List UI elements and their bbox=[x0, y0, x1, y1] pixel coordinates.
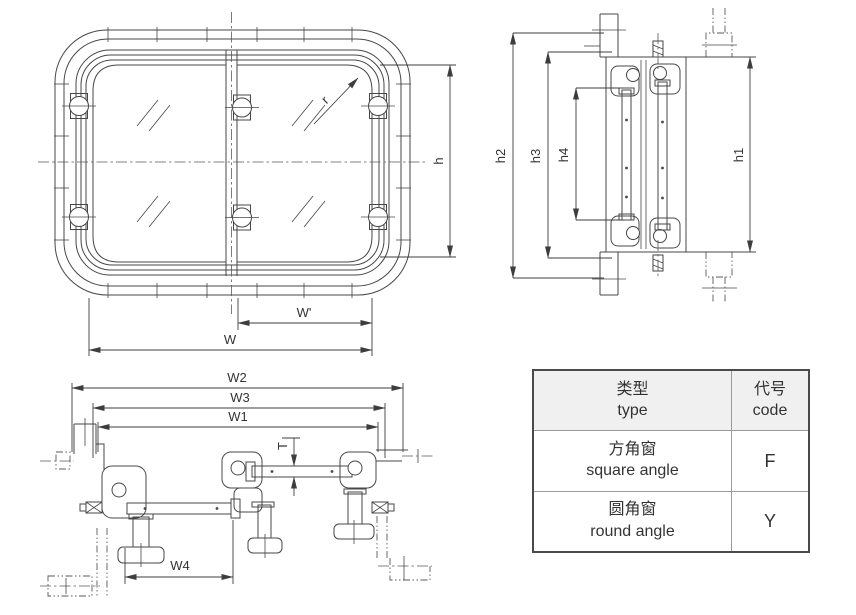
dimension-h1-label: h1 bbox=[731, 148, 746, 162]
round-angle-en: round angle bbox=[590, 522, 675, 540]
mounting-flange-top-left bbox=[584, 13, 626, 57]
table-cell-round-angle-code: Y bbox=[763, 510, 776, 531]
type-code-table: 类型 type 代号 code 方角窗 square angle F 圆角窗 r… bbox=[532, 369, 810, 553]
dimension-w-label: W bbox=[224, 332, 237, 347]
table-cell-round-angle-type: 圆角窗 round angle bbox=[534, 491, 732, 551]
dimension-h2: h2 bbox=[493, 32, 604, 279]
hidden-flange-top-right bbox=[702, 8, 737, 57]
table-header-type-en: type bbox=[617, 402, 648, 420]
toggle-clamps bbox=[62, 93, 395, 231]
glass-pane-right bbox=[236, 64, 373, 263]
dimension-w3: W3 bbox=[92, 390, 386, 458]
table-header-type-cell: 类型 type bbox=[534, 371, 732, 431]
dimension-w-inner: W' bbox=[237, 298, 373, 356]
square-angle-zh: 方角窗 bbox=[608, 441, 657, 459]
table-header-code-cell: 代号 code bbox=[732, 371, 808, 430]
dimension-h1: h1 bbox=[731, 56, 753, 253]
clamp bbox=[361, 204, 395, 230]
dimension-w3-label: W3 bbox=[230, 390, 250, 405]
dimension-h: h bbox=[380, 64, 456, 258]
glass-section-outer bbox=[618, 87, 635, 221]
square-angle-en: square angle bbox=[586, 462, 679, 480]
glass-hatch-marks bbox=[136, 99, 326, 228]
hidden-flange-bottom-right bbox=[702, 252, 737, 302]
tick-marks bbox=[54, 27, 411, 298]
dimension-r-label: r bbox=[318, 93, 332, 107]
round-angle-zh: 圆角窗 bbox=[608, 501, 657, 519]
horizontal-section-view: W2 W3 W1 T W4 bbox=[40, 370, 434, 597]
clamp bbox=[225, 94, 259, 121]
middle-clamp-assembly bbox=[221, 451, 283, 558]
dimension-h4: h4 bbox=[556, 87, 624, 221]
right-clamp-assembly bbox=[333, 449, 434, 544]
table-header-code-zh: 代号 bbox=[753, 380, 786, 398]
dimension-w2-label: W2 bbox=[227, 370, 247, 385]
clamp bbox=[225, 204, 259, 231]
table-header-type-zh: 类型 bbox=[616, 380, 649, 398]
window-frame-rings bbox=[54, 29, 411, 296]
left-lower-wall bbox=[40, 528, 108, 597]
dimension-h3-label: h3 bbox=[528, 149, 543, 163]
clamp bbox=[361, 93, 395, 119]
table-header-row: 类型 type 代号 code bbox=[534, 371, 808, 431]
dimension-h-label: h bbox=[431, 157, 446, 164]
center-mullion bbox=[225, 50, 238, 276]
clamp bbox=[62, 93, 96, 119]
mounting-flange-bottom-left bbox=[592, 252, 626, 296]
left-wall bbox=[40, 418, 105, 470]
table-cell-square-angle-type: 方角窗 square angle bbox=[534, 431, 732, 491]
dimension-w1-label: W1 bbox=[228, 409, 248, 424]
table-row-round-angle: 圆角窗 round angle Y bbox=[534, 490, 808, 551]
table-header-code-en: code bbox=[752, 402, 788, 420]
dimension-h3: h3 bbox=[528, 51, 612, 259]
glass-bar-left-pane bbox=[126, 498, 241, 519]
right-lower-wall bbox=[376, 516, 432, 581]
side-section-view: h2 h3 h4 h1 bbox=[493, 8, 756, 302]
dimension-h4-label: h4 bbox=[556, 148, 571, 162]
dimension-w4-label: W4 bbox=[170, 558, 190, 573]
left-clamp-assembly bbox=[79, 465, 165, 567]
dimension-h2-label: h2 bbox=[493, 149, 508, 163]
dimension-w2: W2 bbox=[71, 370, 404, 452]
dimension-w4: W4 bbox=[124, 520, 234, 584]
glass-pane-left bbox=[92, 64, 227, 263]
dimension-t-label: T bbox=[275, 442, 290, 450]
front-view: r h W' W bbox=[38, 12, 456, 356]
dimension-r: r bbox=[313, 77, 359, 125]
frame-profile-top bbox=[610, 33, 681, 97]
table-row-square-angle: 方角窗 square angle F bbox=[534, 430, 808, 491]
table-cell-square-angle-code: F bbox=[764, 450, 776, 471]
frame-profile-bottom bbox=[610, 215, 681, 279]
glass-section-inner bbox=[654, 79, 671, 231]
clamp bbox=[62, 204, 96, 230]
dimension-w-inner-label: W' bbox=[297, 305, 312, 320]
dimension-t: T bbox=[275, 437, 300, 496]
dimension-w: W bbox=[88, 298, 373, 356]
dimension-w1: W1 bbox=[97, 409, 379, 452]
